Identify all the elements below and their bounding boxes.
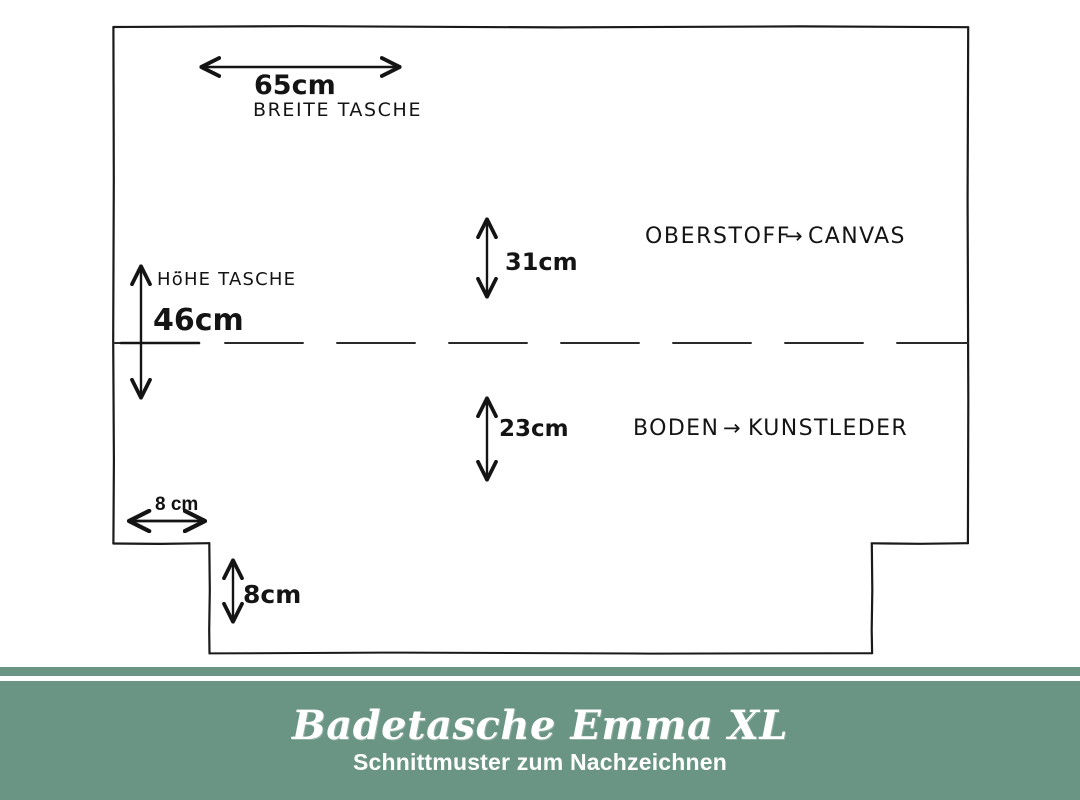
height-label-text: Hö̈HE TASCHE [157, 269, 296, 290]
footer-accent-stripe [0, 667, 1080, 676]
lower-section-value-text: 23cm [499, 416, 569, 442]
upper-section-value-text: 31cm [505, 248, 578, 276]
upper-section-label-text: OBERSTOFF [645, 224, 791, 249]
pattern-outline [112, 25, 970, 655]
upper-section-material-text: CANVAS [808, 224, 906, 249]
lower-section-label-text: BODEN [633, 416, 719, 441]
notch-width-value-text: 8 cm [155, 494, 199, 515]
upper-section-arrow-text: → [785, 224, 803, 248]
pattern-title: Badetasche Emma XL [291, 702, 788, 749]
height-value-text: 46cm [153, 303, 244, 338]
height-dimension-arrow [119, 268, 201, 396]
pattern-subtitle: Schnittmuster zum Nachzeichnen [352, 749, 728, 775]
width-value-text: 65cm [254, 70, 336, 101]
notch-height-value-text: 8cm [243, 580, 301, 609]
footer-banner: Badetasche Emma XL Schnittmuster zum Nac… [0, 681, 1080, 800]
lower-section-material-text: KUNSTLEDER [748, 416, 908, 441]
lower-section-arrow-text: → [723, 416, 741, 440]
width-label-text: BREITE TASCHE [253, 99, 422, 121]
